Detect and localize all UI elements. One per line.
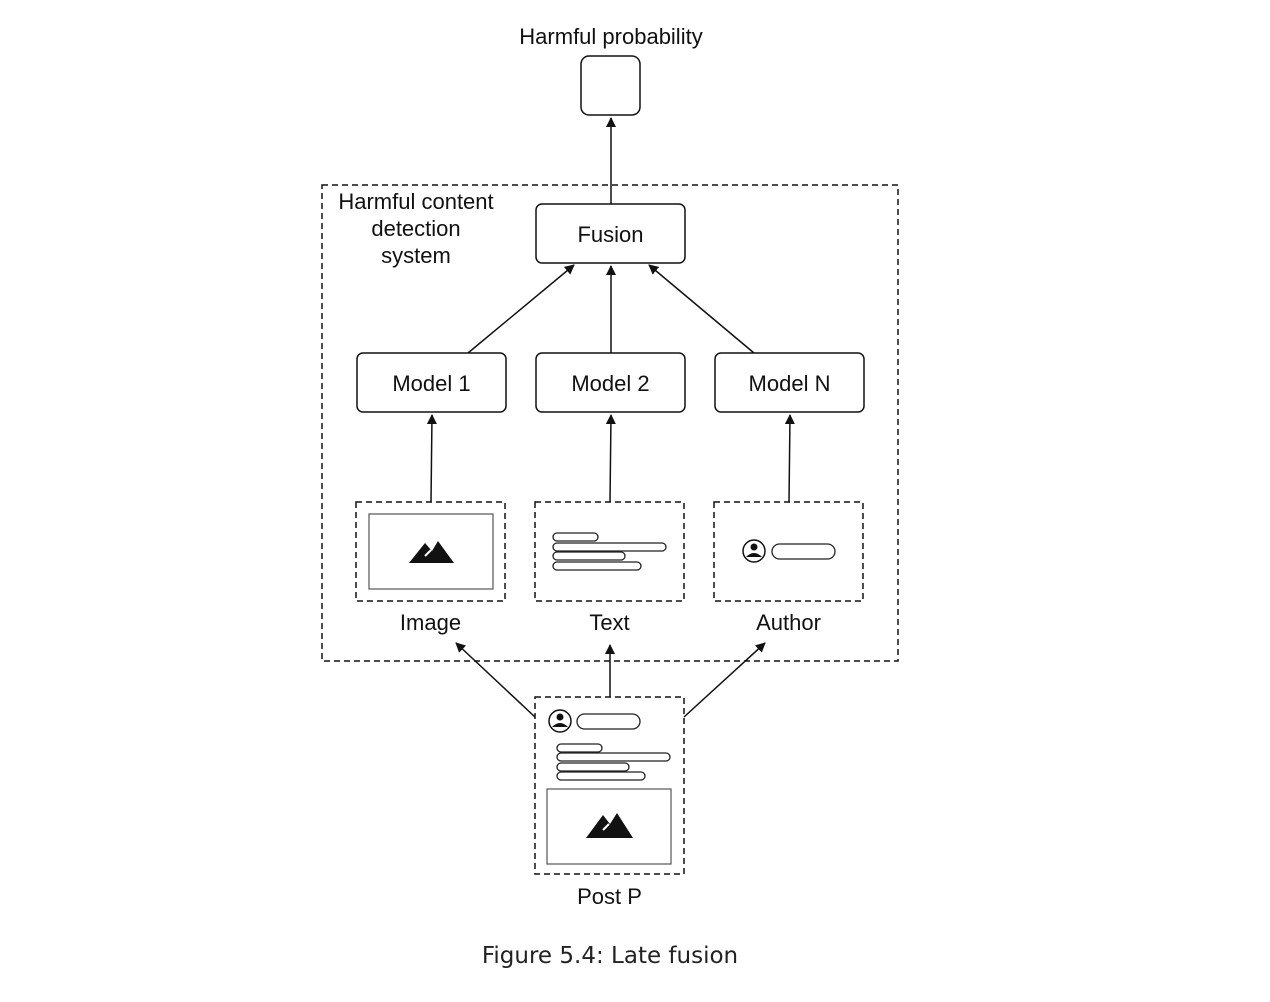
arrow-model1-to-fusion bbox=[467, 264, 575, 354]
model-2-label: Model 2 bbox=[571, 371, 650, 396]
author-input-box bbox=[713, 501, 864, 602]
post-text-lines-icon bbox=[556, 743, 671, 781]
arrow-text-to-model2 bbox=[605, 414, 616, 503]
arrows bbox=[426, 117, 795, 718]
model-1-label: Model 1 bbox=[392, 371, 471, 396]
output-box bbox=[580, 55, 641, 116]
arrow-post-to-author bbox=[683, 642, 766, 718]
image-icon bbox=[368, 513, 494, 590]
post-label: Post P bbox=[577, 884, 642, 909]
model-n-box bbox=[714, 352, 865, 413]
image-label: Image bbox=[399, 610, 462, 635]
user-icon bbox=[742, 539, 836, 563]
text-lines-icon bbox=[552, 532, 667, 571]
arrow-author-to-modeln bbox=[784, 414, 795, 503]
text-label: Text bbox=[589, 610, 630, 635]
post-user-icon bbox=[548, 709, 641, 733]
system-label-line-2: detection bbox=[371, 216, 461, 241]
arrow-image-to-model1 bbox=[426, 414, 437, 503]
post-image-icon bbox=[546, 788, 672, 865]
model-n-label: Model N bbox=[748, 371, 831, 396]
system-label-line-1: Harmful content bbox=[338, 189, 494, 214]
author-label: Author bbox=[756, 610, 821, 635]
figure-caption: Figure 5.4: Late fusion bbox=[481, 943, 739, 969]
output-label: Harmful probability bbox=[519, 24, 703, 49]
text-input-box bbox=[534, 501, 685, 602]
fusion-label: Fusion bbox=[577, 222, 644, 247]
system-label-line-3: system bbox=[381, 243, 451, 268]
image-input-box bbox=[355, 501, 506, 602]
arrow-post-to-image bbox=[455, 642, 536, 718]
model-1-box bbox=[356, 352, 507, 413]
arrow-modeln-to-fusion bbox=[648, 264, 755, 354]
